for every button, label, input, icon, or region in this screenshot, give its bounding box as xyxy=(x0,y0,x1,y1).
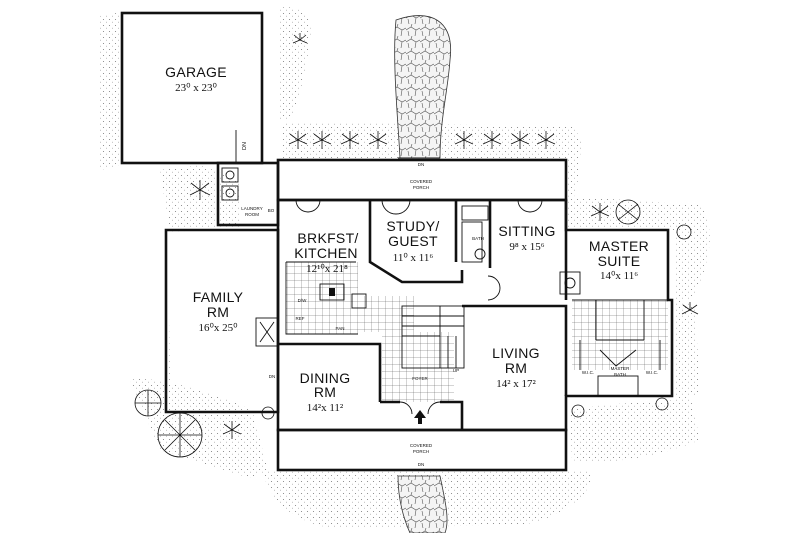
kitchen-title-1: BRKFST/ xyxy=(297,230,358,246)
garage: DN GARAGE 23⁰ x 23⁰ xyxy=(120,11,264,165)
palm-plant-row xyxy=(189,33,699,439)
kitchen-dw-label: D/W xyxy=(298,298,308,303)
family-title-1: FAMILY xyxy=(193,289,244,305)
stairs-up-label: UP xyxy=(453,368,459,373)
family-dimensions: 16⁰x 25⁰ xyxy=(198,322,238,334)
foyer-label: FOYER xyxy=(412,376,428,381)
dining-title-2: RM xyxy=(314,384,336,400)
laundry-bo-label: BO xyxy=(268,208,275,213)
bath-label: BATH xyxy=(472,236,484,241)
living-title-2: RM xyxy=(505,360,527,376)
dining-dimensions: 14²x 11² xyxy=(307,402,344,414)
kitchen-title-2: KITCHEN xyxy=(294,245,358,261)
wic-right-label: W.I.C. xyxy=(646,370,658,375)
laundry-label-2: ROOM xyxy=(245,212,259,217)
laundry-label-1: LAUNDRY xyxy=(241,206,262,211)
porch-top-dn: DN xyxy=(418,162,425,167)
study-title-2: GUEST xyxy=(388,233,438,249)
living-title-1: LIVING xyxy=(492,345,540,361)
porch-bottom-label-1: COVERED xyxy=(410,443,433,448)
master-dimensions: 14⁰x 11⁶ xyxy=(600,270,638,282)
stone-walkways xyxy=(394,15,452,533)
master-bath-label-2: BATH xyxy=(614,372,626,377)
kitchen-pan-label: PAN xyxy=(336,326,345,331)
family-dn-label: DN xyxy=(269,374,276,379)
garage-title: GARAGE xyxy=(165,64,227,80)
master-title-2: SUITE xyxy=(598,253,641,269)
kitchen-dimensions: 12¹⁰x 21⁸ xyxy=(306,263,348,275)
doors xyxy=(295,199,543,415)
covered-porch-bottom: COVERED PORCH DN xyxy=(276,428,568,472)
porch-top-label-2: PORCH xyxy=(413,185,429,190)
room-labels: BRKFST/ KITCHEN 12¹⁰x 21⁸ STUDY/ GUEST 1… xyxy=(193,218,658,414)
sitting-dimensions: 9⁸ x 15⁶ xyxy=(509,241,544,253)
family-title-2: RM xyxy=(207,304,229,320)
dining-title-1: DINING xyxy=(300,370,351,386)
wic-left-label: W.I.C. xyxy=(582,370,594,375)
garage-dimensions: 23⁰ x 23⁰ xyxy=(175,82,217,94)
tiled-floors xyxy=(286,262,668,402)
covered-porch-top: DN COVERED PORCH xyxy=(276,157,568,202)
sitting-title: SITTING xyxy=(498,223,555,239)
porch-bottom-dn: DN xyxy=(418,462,425,467)
study-title-1: STUDY/ xyxy=(386,218,439,234)
entry-arrow-icon xyxy=(414,410,426,424)
porch-top-label-1: COVERED xyxy=(410,179,433,184)
master-title-1: MASTER xyxy=(589,238,649,254)
porch-bottom-label-2: PORCH xyxy=(413,449,429,454)
plants xyxy=(134,33,699,458)
study-dimensions: 11⁰ x 11⁶ xyxy=(393,252,434,264)
garage-step-label: DN xyxy=(242,142,248,150)
kitchen-ref-label: REF xyxy=(296,316,305,321)
living-dimensions: 14² x 17² xyxy=(496,378,536,390)
master-bath-label-1: MASTER xyxy=(611,366,631,371)
